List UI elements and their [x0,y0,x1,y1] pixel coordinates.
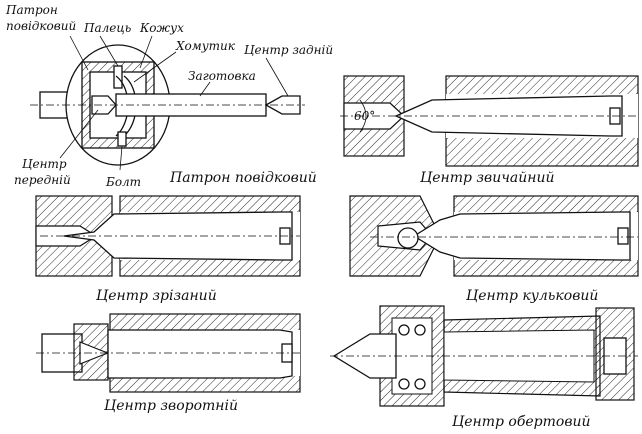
panel-ordinary-center: 60° Центр звичайний [340,75,639,186]
label-tail-center: Центр задній [244,43,333,57]
caption-ordinary-center: Центр звичайний [420,170,555,186]
panel-reverse-center: Центр зворотній [36,313,301,414]
panel-live-center: Центр обертовий [330,305,638,430]
ordinary-center [394,95,623,137]
bearing-ball [414,378,426,390]
reverse-center [107,329,293,379]
label-chuck-line2: повідковий [6,19,76,33]
caption-reverse-center: Центр зворотній [104,398,238,414]
caption-driving-chuck: Патрон повідковий [169,170,317,186]
bearing-ball [398,324,410,336]
bolt [117,131,127,147]
caption-ball-center: Центр кульковий [466,288,598,304]
panel-cut-center: Центр зрізаний [35,195,301,304]
caption-live-center: Центр обертовий [452,414,591,430]
label-workpiece: Заготовка [188,69,256,83]
angle-label: 60° [354,109,375,123]
label-bolt: Болт [105,175,141,189]
label-front-center-line1: Центр [22,157,67,171]
label-clamp: Хомутик [175,39,236,53]
label-chuck-line1: Патрон [5,3,58,17]
label-pin: Палець [83,21,131,35]
bearing-ball [398,378,410,390]
label-front-center-line2: передній [14,173,71,187]
caption-cut-center: Центр зрізаний [96,288,217,304]
ball [397,227,419,249]
panel-driving-chuck: Патрон повідковий Палець Кожух Хомутик Ц… [5,3,333,189]
bearing-ball [414,324,426,336]
panel-ball-center: Центр кульковий [349,195,639,304]
label-cover: Кожух [139,21,184,35]
ball-center [412,211,631,261]
front-center [91,95,117,115]
